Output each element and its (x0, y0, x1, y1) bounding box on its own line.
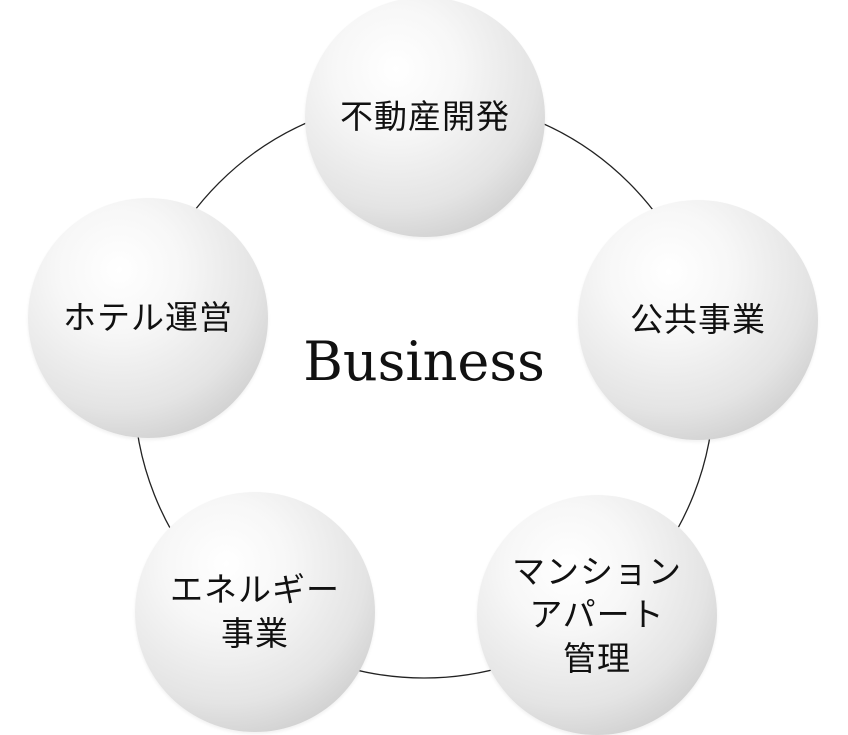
node-label: 不動産開発 (340, 97, 510, 137)
node-energy-business: エネルギー 事業 (135, 492, 375, 732)
node-hotel-operation: ホテル運営 (28, 198, 268, 438)
node-label: マンション アパート 管理 (512, 551, 682, 678)
center-title: Business (303, 330, 545, 393)
node-apartment-management: マンション アパート 管理 (477, 495, 717, 735)
node-label: エネルギー 事業 (170, 570, 340, 653)
node-public-works: 公共事業 (578, 200, 818, 440)
node-label: 公共事業 (630, 300, 766, 340)
node-real-estate-development: 不動産開発 (305, 0, 545, 237)
node-label: ホテル運営 (63, 298, 233, 338)
